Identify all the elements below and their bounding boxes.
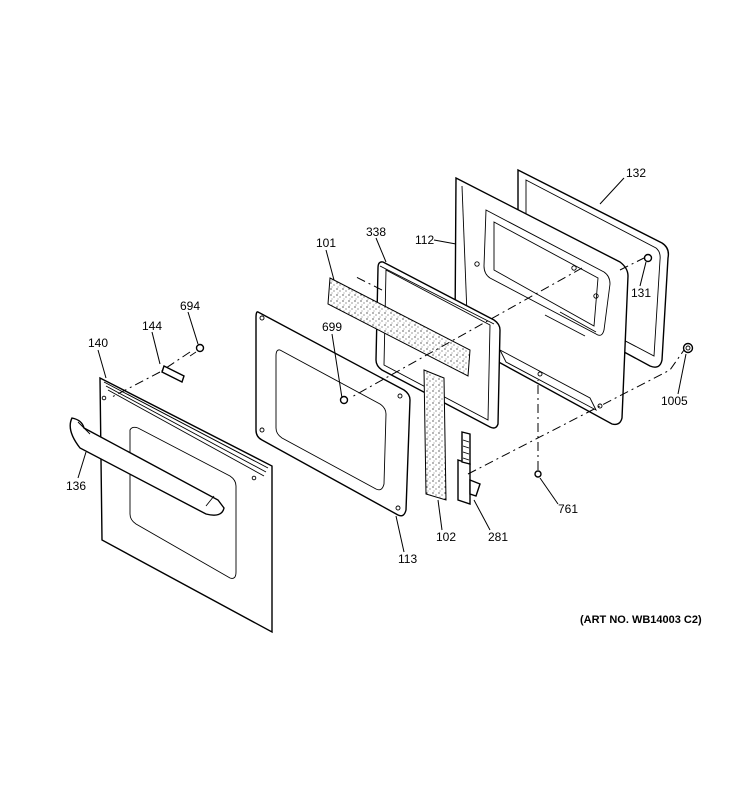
inner-door-panel-112	[454, 176, 629, 426]
insulation-102	[423, 369, 447, 501]
callout-338: 338	[366, 225, 386, 239]
callout-1005: 1005	[661, 394, 688, 408]
callout-131: 131	[631, 286, 651, 300]
callout-144: 144	[142, 319, 162, 333]
screw-694	[189, 343, 205, 357]
callout-102: 102	[436, 530, 456, 544]
screw-1005	[682, 342, 694, 354]
leader-lines	[77, 177, 687, 553]
art-number: (ART NO. WB14003 C2)	[580, 614, 702, 626]
callout-132: 132	[626, 166, 646, 180]
callout-694: 694	[180, 299, 200, 313]
assembly-lines	[109, 257, 685, 475]
callout-112: 112	[415, 233, 434, 247]
outer-door-panel-140	[99, 376, 273, 634]
screw-131	[643, 253, 653, 263]
callout-699: 699	[322, 320, 342, 334]
screw-699	[339, 395, 349, 405]
inner-glass-frame-113	[255, 311, 411, 517]
bracket-144	[161, 365, 185, 383]
callout-101: 101	[316, 236, 336, 250]
callout-113: 113	[398, 552, 417, 566]
callout-140: 140	[88, 336, 108, 350]
insulation-101	[327, 277, 471, 377]
hinge-281	[457, 431, 481, 505]
screw-761	[534, 470, 542, 478]
handle-136	[69, 417, 225, 516]
callout-761: 761	[558, 502, 578, 516]
callout-136: 136	[66, 479, 86, 493]
callout-281: 281	[488, 530, 508, 544]
